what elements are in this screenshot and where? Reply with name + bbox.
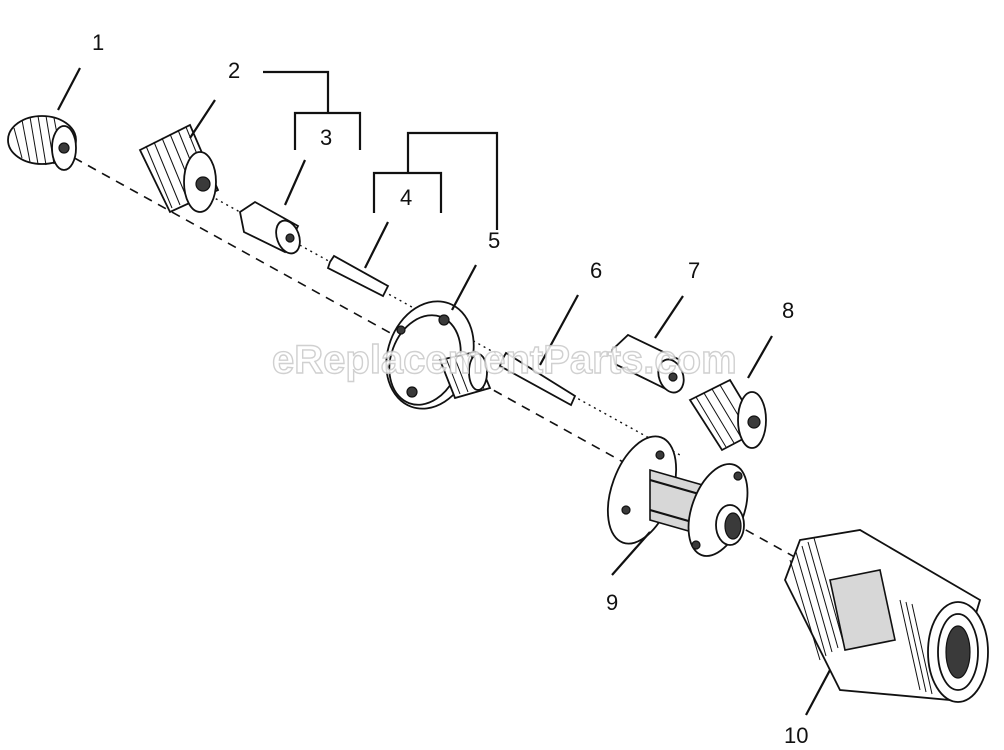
part-5-flange-with-gear bbox=[385, 300, 492, 410]
part-2-large-gear bbox=[138, 123, 220, 214]
part-8-gear bbox=[688, 378, 767, 452]
callout-4: 4 bbox=[400, 185, 412, 210]
part-3-bushing bbox=[238, 200, 301, 255]
callout-2: 2 bbox=[228, 58, 240, 83]
callout-brackets bbox=[263, 70, 499, 230]
callout-6: 6 bbox=[590, 258, 602, 283]
part-4-pin bbox=[326, 254, 390, 298]
part-10-threaded-coupling bbox=[784, 529, 989, 703]
callout-8: 8 bbox=[782, 298, 794, 323]
part-7-sleeve bbox=[611, 333, 685, 394]
leader-lines bbox=[57, 67, 831, 716]
callout-3: 3 bbox=[320, 125, 332, 150]
callout-5: 5 bbox=[488, 228, 500, 253]
part-6-shaft bbox=[498, 351, 577, 407]
callout-1: 1 bbox=[92, 30, 104, 55]
callout-7: 7 bbox=[688, 258, 700, 283]
watermark: eReplacementParts.com bbox=[272, 338, 737, 382]
callout-9: 9 bbox=[606, 590, 618, 615]
callout-10: 10 bbox=[784, 723, 808, 748]
part-1-small-gear bbox=[7, 115, 77, 171]
part-9-housing bbox=[607, 435, 749, 557]
